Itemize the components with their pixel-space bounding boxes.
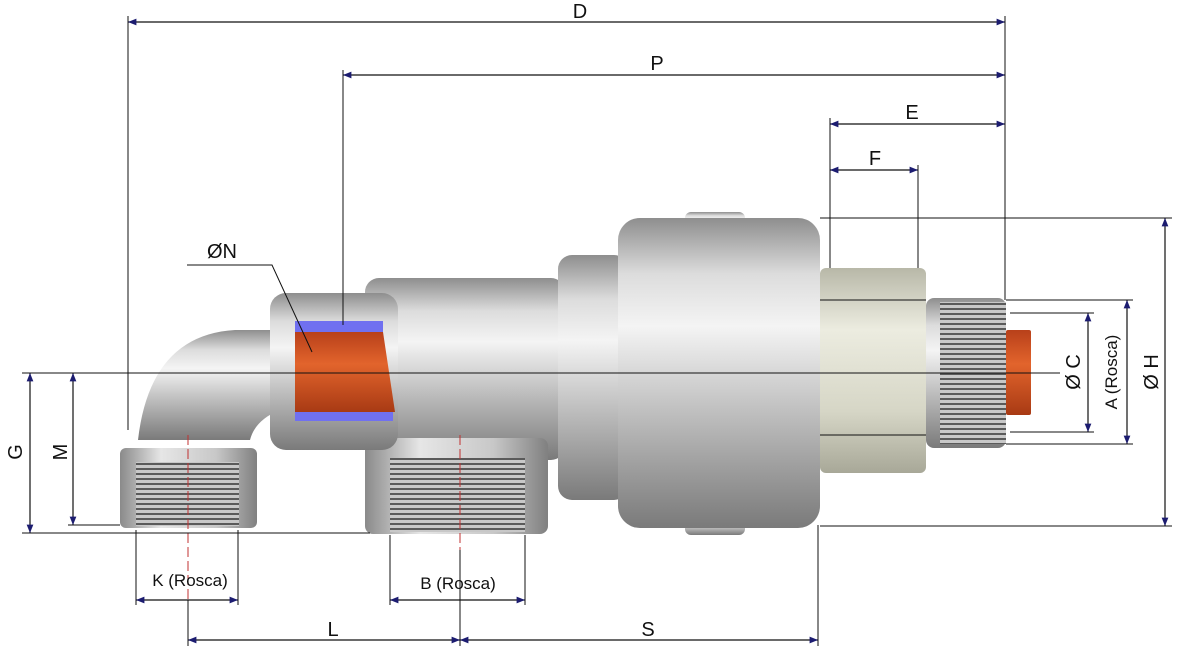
dimension-labels: D P E F ØN G M K (Rosca) B (Rosca) L S Ø…	[5, 1, 1163, 641]
copper-sleeve	[295, 332, 395, 412]
label-d: D	[573, 1, 587, 23]
hex-nut	[820, 268, 926, 473]
label-l: L	[327, 619, 338, 641]
label-f: F	[869, 148, 881, 170]
label-c: Ø C	[1063, 354, 1085, 390]
label-n: ØN	[207, 241, 237, 263]
label-p: P	[650, 53, 663, 75]
seal-top	[295, 321, 383, 332]
label-g: G	[5, 444, 27, 460]
label-b: B (Rosca)	[420, 574, 496, 593]
label-m: M	[50, 444, 72, 461]
seal-bottom	[295, 412, 393, 421]
body-step	[558, 255, 628, 500]
label-e: E	[905, 102, 918, 124]
elbow	[138, 330, 280, 440]
label-k: K (Rosca)	[152, 571, 228, 590]
label-h: Ø H	[1141, 354, 1163, 390]
dimension-lines	[26, 18, 1169, 644]
label-s: S	[641, 619, 654, 641]
bottom-port-thread	[390, 458, 525, 532]
body-tube	[365, 278, 565, 460]
label-a: A (Rosca)	[1102, 335, 1121, 410]
